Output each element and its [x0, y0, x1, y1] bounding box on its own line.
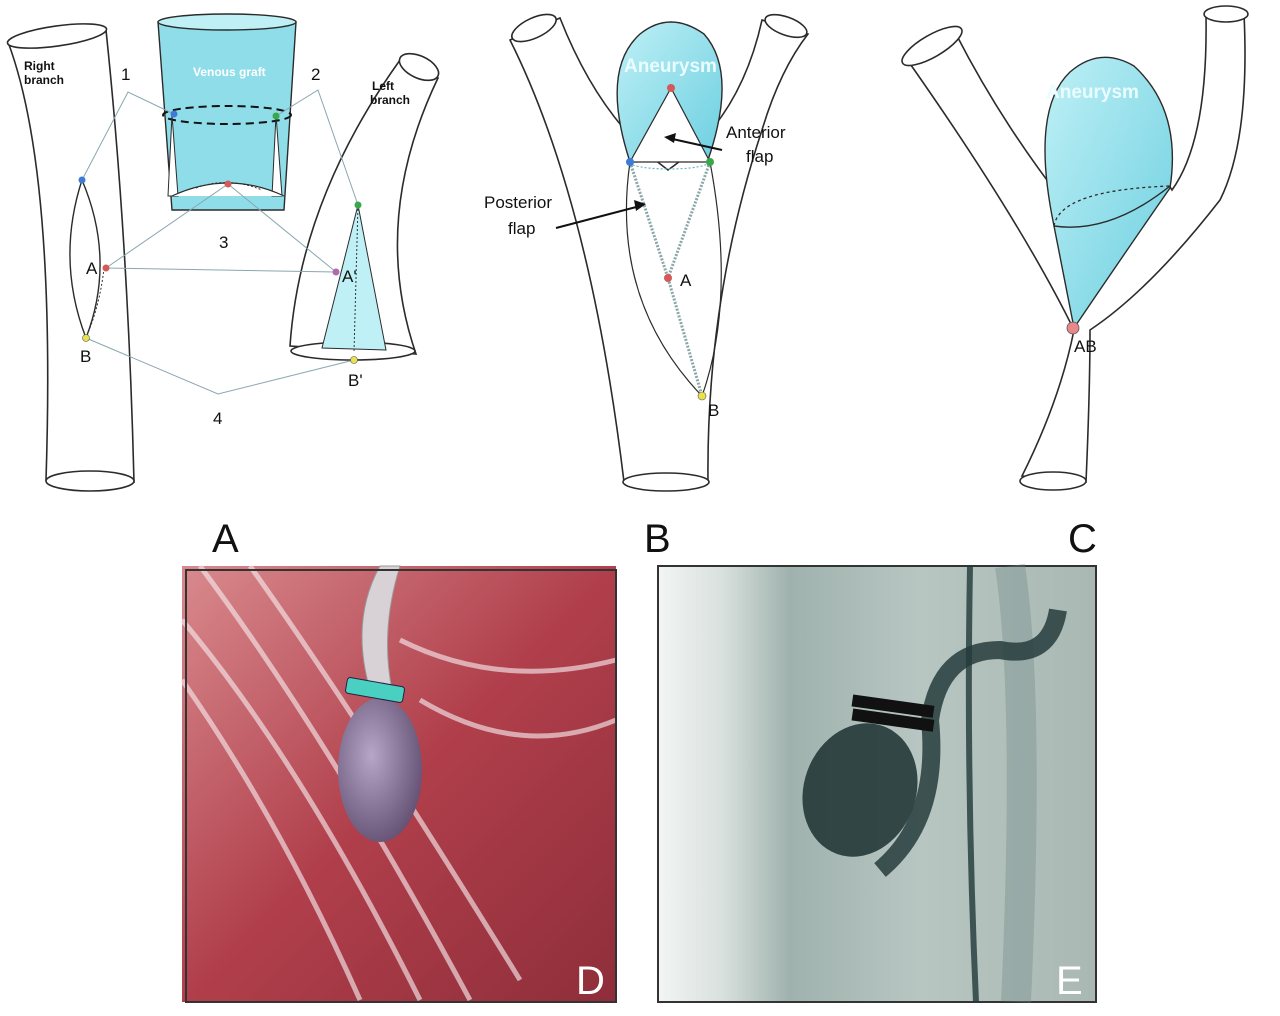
left-branch-vessel: Left branch	[289, 52, 440, 361]
panel-letter-d: D	[576, 959, 605, 1003]
marker-green-left	[354, 201, 362, 209]
panel-letter-a: A	[212, 517, 239, 561]
panel-letter-c: C	[1068, 517, 1097, 561]
marker-a-left	[332, 268, 340, 276]
label-2: 2	[311, 65, 320, 84]
panel-e-xray: E	[657, 563, 1097, 1003]
marker-blue-right	[78, 176, 86, 184]
venous-graft: Venous graft	[157, 13, 297, 211]
posterior-label-2: flap	[508, 219, 535, 238]
label-4: 4	[213, 409, 222, 428]
marker-aneurysm-apex	[667, 84, 675, 92]
label-b-a: A	[680, 271, 692, 290]
label-1: 1	[121, 65, 130, 84]
posterior-arrow	[555, 205, 641, 229]
marker-b-green	[706, 158, 714, 166]
label-b: B	[80, 347, 91, 366]
panel-letter-e: E	[1056, 959, 1083, 1003]
marker-b-b	[697, 391, 707, 401]
marker-green-graft	[272, 112, 280, 120]
label-a: A	[86, 259, 98, 278]
right-branch-vessel: Right branch	[6, 23, 135, 492]
panel-letter-b: B	[644, 517, 671, 561]
marker-blue-graft	[170, 110, 178, 118]
correspondence-lines	[81, 89, 359, 395]
label-b-prime: B'	[348, 371, 363, 390]
venous-graft-label: Venous graft	[193, 65, 266, 79]
aneurysm-label-b: Aneurysm	[624, 56, 717, 77]
aneurysm-label-c: Aneurysm	[1046, 82, 1139, 103]
marker-b-left	[350, 356, 358, 364]
label-ab: AB	[1074, 337, 1097, 356]
panel-d-photo: D	[179, 564, 617, 1003]
marker-b-a	[664, 274, 672, 282]
posterior-label-1: Posterior	[484, 193, 552, 212]
marker-b-blue	[626, 158, 634, 166]
left-branch-label-2: branch	[370, 93, 410, 107]
label-a-prime: A'	[342, 267, 357, 286]
anterior-label-2: flap	[746, 147, 773, 166]
right-branch-label-2: branch	[24, 73, 64, 87]
marker-red-graft	[224, 180, 232, 188]
marker-b-right	[82, 334, 90, 342]
right-branch-label-1: Right	[24, 59, 55, 73]
panel-c: Aneurysm AB C	[901, 5, 1249, 561]
marker-a-right	[102, 264, 110, 272]
anterior-label-1: Anterior	[726, 123, 786, 142]
panel-b: Aneurysm Anterior flap Posterior flap A …	[484, 13, 810, 561]
label-3: 3	[219, 233, 228, 252]
anterior-arrow	[667, 137, 723, 151]
left-branch-label-1: Left	[372, 79, 394, 93]
marker-ab	[1066, 321, 1080, 335]
panel-a: Right branch Venous graft Left branch	[6, 13, 440, 561]
label-b-b: B	[708, 401, 719, 420]
